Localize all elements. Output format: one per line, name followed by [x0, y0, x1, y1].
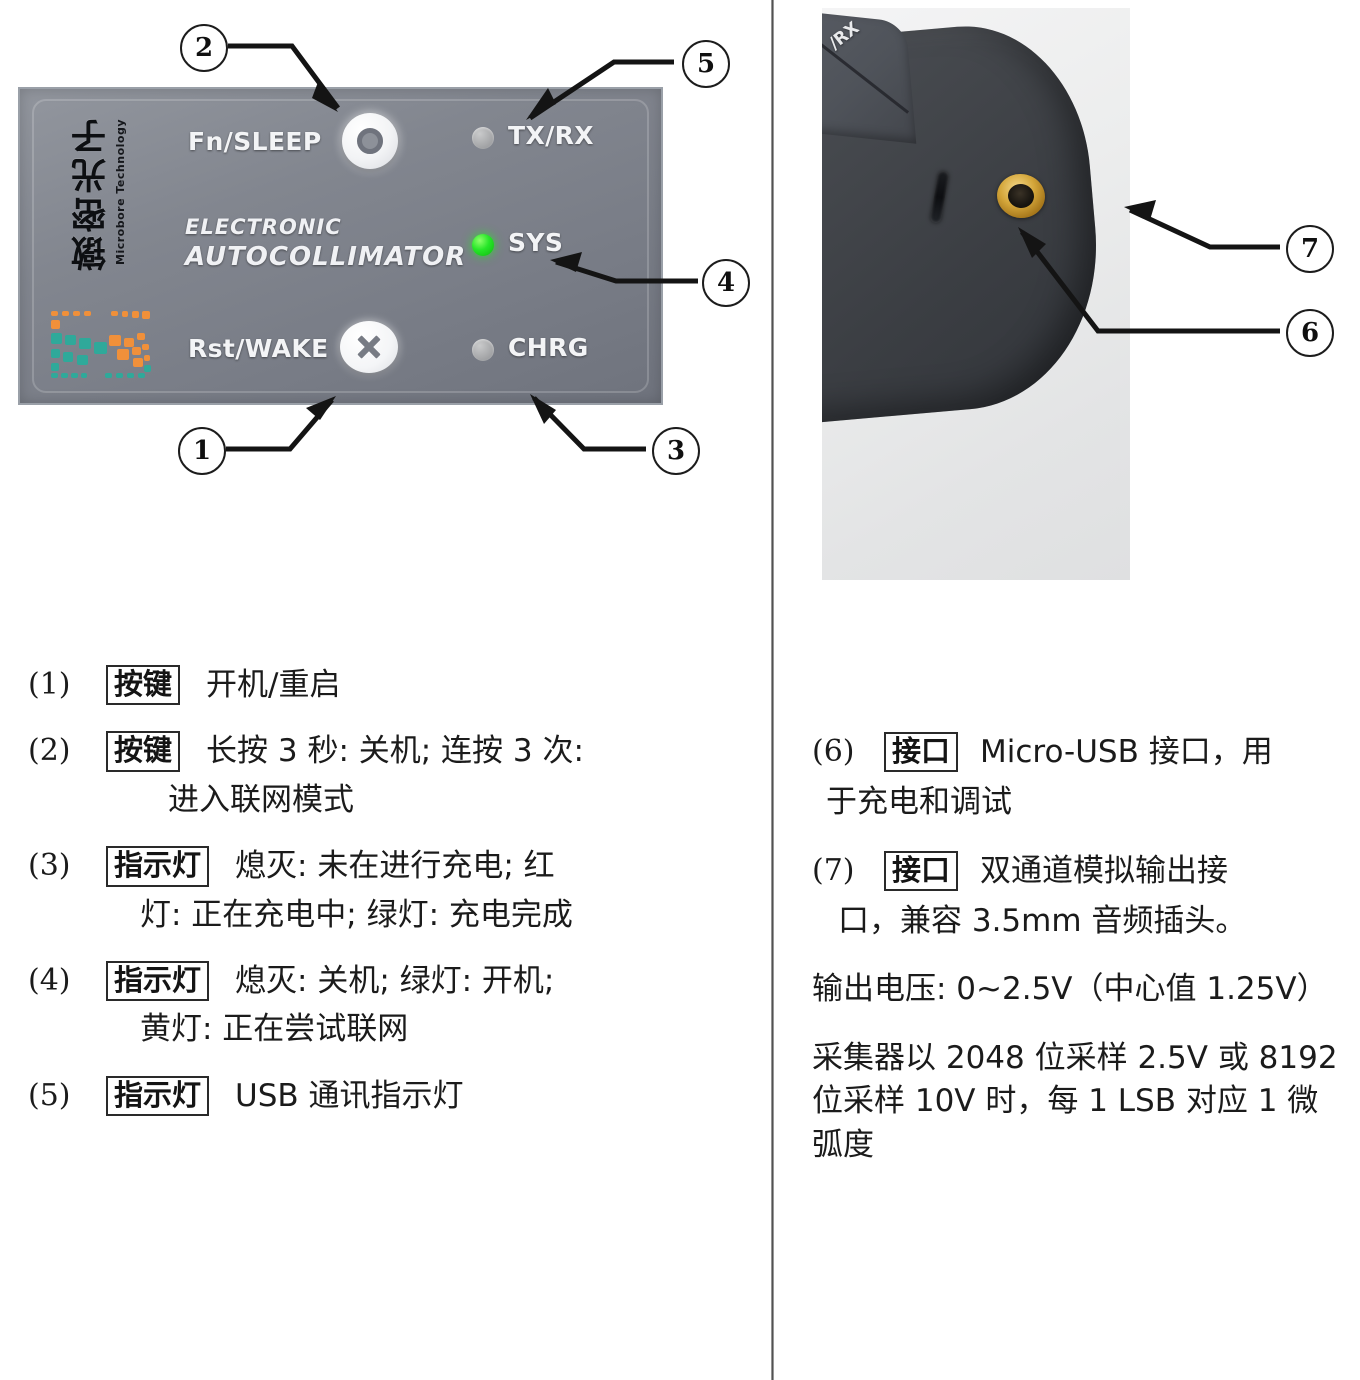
item-description-cont: 进入联网模式: [168, 781, 354, 818]
output-voltage-paragraph: 输出电压: 0~2.5V（中心值 1.25V）: [812, 970, 1328, 1007]
item-number: (5): [28, 1077, 71, 1113]
callout-4: 4: [702, 259, 750, 307]
item-description-cont: 黄灯: 正在尝试联网: [140, 1011, 409, 1048]
brand-dot: [132, 347, 141, 355]
item-number: (3): [28, 848, 71, 884]
chrg-led-label: CHRG: [508, 333, 589, 362]
list-item: (4) 指示灯 熄灭: 关机; 绿灯: 开机;: [28, 961, 743, 1002]
callout-3: 3: [652, 427, 700, 475]
brand-dot-mark-icon: [49, 311, 157, 381]
item-description: 开机/重启: [206, 667, 341, 703]
device-photo-figure: /RX: [822, 8, 1130, 580]
item-number: (7): [812, 852, 855, 888]
item-description: Micro-USB 接口，用: [980, 734, 1273, 770]
sampling-resolution-paragraph: 采集器以 2048 位采样 2.5V 或 8192 位采样 10V 时，每 1 …: [812, 1039, 1338, 1163]
brand-dot: [79, 338, 91, 349]
brand-dot: [116, 373, 123, 378]
item-tag: 接口: [884, 732, 959, 773]
brand-dot: [62, 311, 69, 316]
brand-dot: [111, 311, 118, 316]
list-item: (3) 指示灯 熄灭: 未在进行充电; 红: [28, 846, 743, 887]
brand-dot: [65, 335, 76, 345]
x-button-icon[interactable]: [340, 321, 398, 373]
item-tag: 接口: [884, 850, 959, 892]
brand-dot: [51, 320, 60, 329]
brand-dot: [81, 373, 87, 378]
device-title-line2: AUTOCOLLIMATOR: [185, 241, 467, 272]
item-tag: 按键: [106, 731, 181, 772]
txrx-led-label: TX/RX: [508, 121, 594, 150]
callout-7: 7: [1286, 225, 1334, 273]
item-description-cont: 灯: 正在充电中; 绿灯: 充电完成: [140, 896, 573, 933]
brand-dot: [61, 373, 68, 378]
item-description: 长按 3 秒: 关机; 连按 3 次:: [206, 733, 584, 770]
right-text-column: (6) 接口 Micro-USB 接口，用 于充电和调试 (7) 接口 双通道模…: [812, 732, 1342, 1167]
brand-dot: [63, 352, 73, 362]
device-title-line1: ELECTRONIC: [185, 215, 342, 239]
brand-dot: [142, 311, 150, 319]
brand-dot: [51, 333, 62, 344]
list-item: (2) 按键 长按 3 秒: 关机; 连按 3 次:: [28, 731, 743, 772]
list-item: (5) 指示灯 USB 通讯指示灯: [28, 1075, 743, 1117]
item-number: (1): [28, 667, 71, 702]
item-tag: 指示灯: [106, 1075, 210, 1117]
brand-dot: [137, 333, 145, 340]
brand-dot: [77, 355, 88, 365]
brand-dot: [71, 373, 78, 378]
sys-led-icon: [472, 234, 494, 256]
callout-6: 6: [1286, 309, 1334, 357]
device-panel-body: 镦密光子 Microbore Technology Fn/SLEEP ELECT…: [18, 87, 663, 405]
list-item: (1) 按键 开机/重启: [28, 665, 743, 706]
item-tag: 按键: [106, 665, 181, 706]
brand-dot: [51, 349, 60, 358]
item-number: (6): [812, 734, 855, 769]
brand-dot: [124, 338, 134, 347]
brand-dot: [133, 358, 143, 367]
callout-2: 2: [180, 24, 228, 72]
brand-dot: [122, 311, 128, 317]
item-description-cont: 于充电和调试: [826, 784, 1012, 821]
fn-sleep-label: Fn/SLEEP: [188, 127, 322, 156]
panel-leader-lines: [226, 43, 698, 452]
chrg-led-icon: [472, 339, 494, 361]
sys-led-label: SYS: [508, 228, 564, 257]
brand-dot: [144, 355, 150, 361]
callout-5: 5: [682, 40, 730, 88]
brand-dot: [51, 311, 58, 316]
brand-dot: [138, 373, 145, 378]
brand-dot: [142, 344, 149, 350]
item-tag: 指示灯: [106, 961, 210, 1002]
left-text-column: (1) 按键 开机/重启 (2) 按键 长按 3 秒: 关机; 连按 3 次: …: [28, 665, 743, 1117]
callout-1: 1: [178, 427, 226, 475]
brand-dot: [117, 349, 129, 360]
item-description: USB 通讯指示灯: [235, 1077, 464, 1114]
brand-dot: [105, 373, 112, 378]
brand-dot: [73, 311, 80, 316]
brand-dot: [144, 365, 151, 372]
brand-dot: [51, 373, 58, 378]
list-item: (7) 接口 双通道模拟输出接: [812, 850, 1342, 892]
item-description: 熄灭: 关机; 绿灯: 开机;: [235, 963, 555, 999]
item-description: 双通道模拟输出接: [980, 852, 1229, 889]
item-number: (2): [28, 733, 71, 769]
item-tag: 指示灯: [106, 846, 210, 887]
brand-dot: [51, 363, 59, 371]
device-panel-figure: 镦密光子 Microbore Technology Fn/SLEEP ELECT…: [18, 87, 663, 405]
brand-dot: [127, 373, 134, 378]
item-number: (4): [28, 963, 71, 998]
photo-leader-lines: [1018, 200, 1280, 334]
device-panel-inner-border: [32, 99, 649, 393]
brand-dot: [132, 311, 139, 318]
rst-wake-label: Rst/WAKE: [188, 334, 329, 363]
brand-dot: [84, 311, 91, 316]
list-item: (6) 接口 Micro-USB 接口，用: [812, 732, 1342, 773]
ring-button-icon[interactable]: [342, 113, 398, 169]
brand-dot: [109, 335, 121, 346]
device-title: ELECTRONIC AUTOCOLLIMATOR: [185, 211, 466, 272]
item-description-cont: 口，兼容 3.5mm 音频插头。: [838, 903, 1247, 940]
item-description: 熄灭: 未在进行充电; 红: [235, 848, 555, 885]
column-divider: [771, 0, 774, 1380]
brand-dot: [94, 342, 107, 354]
txrx-led-icon: [472, 127, 494, 149]
